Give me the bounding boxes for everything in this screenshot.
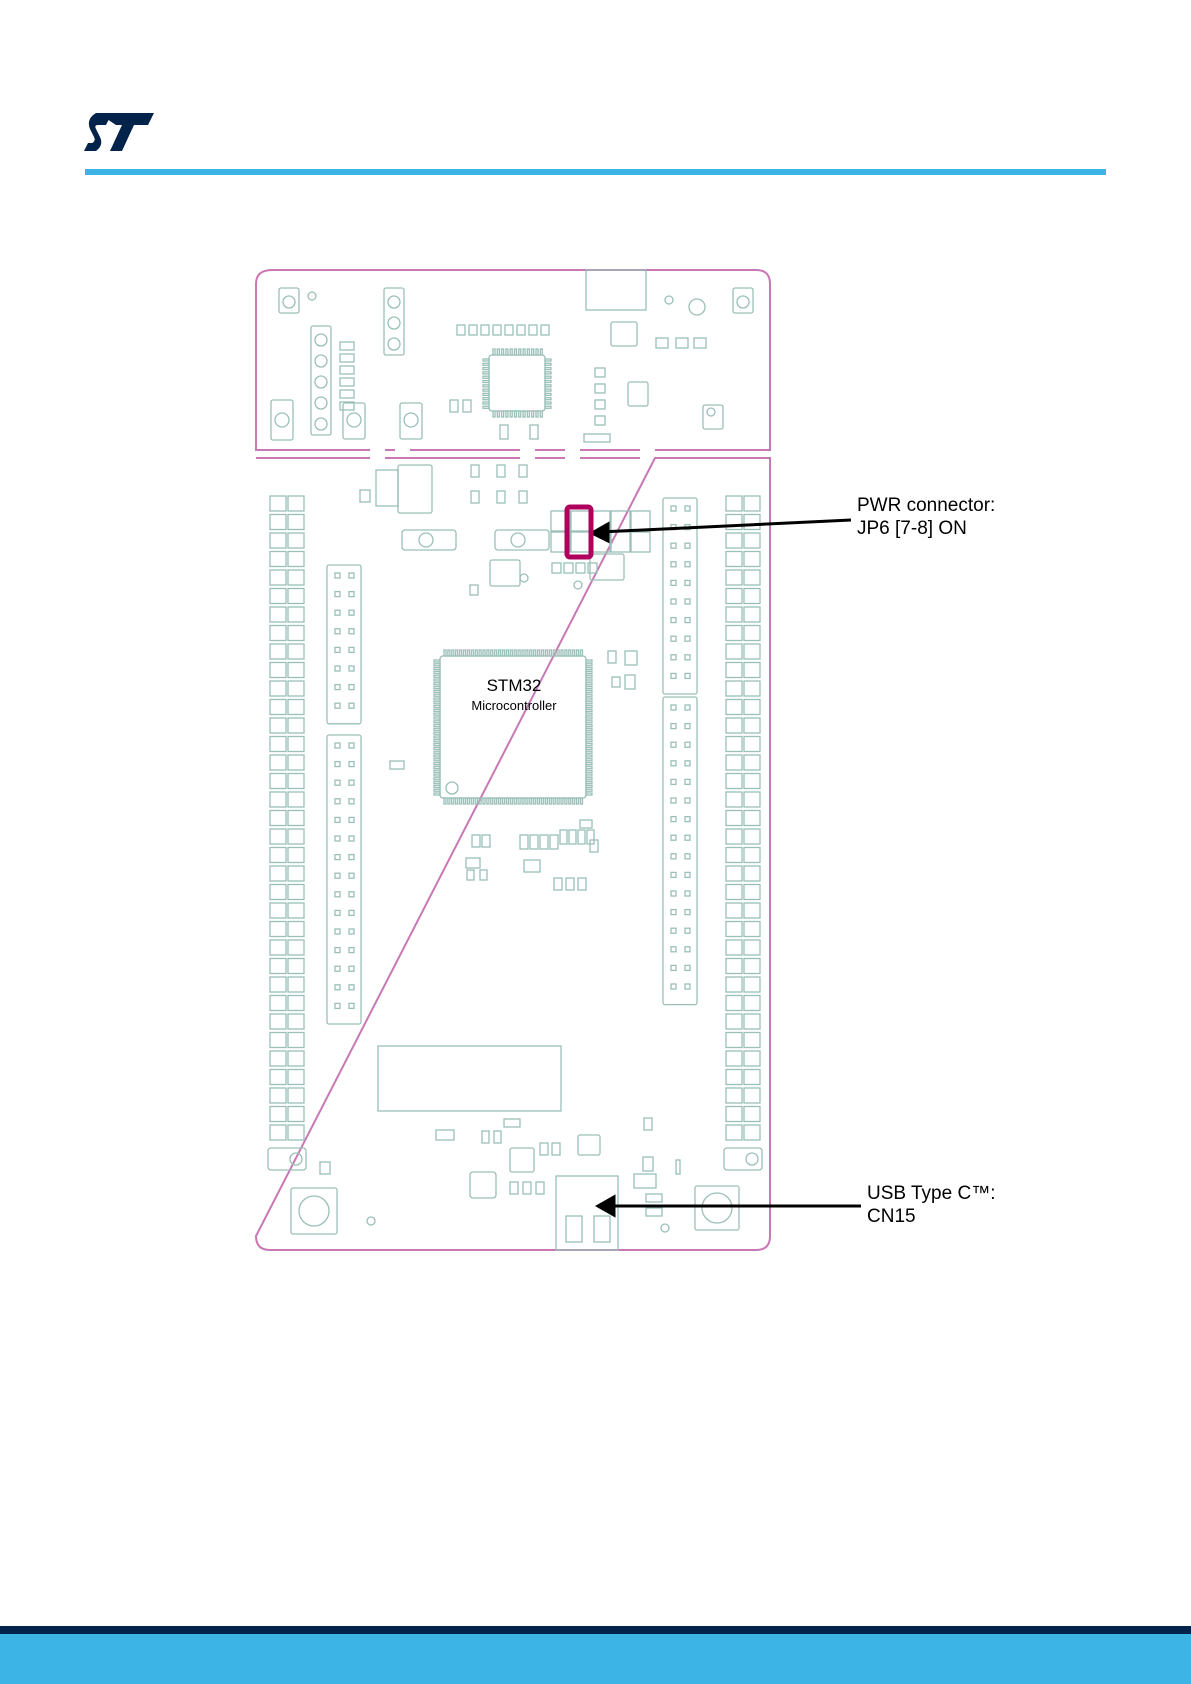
footer-band xyxy=(0,1634,1191,1684)
pwr-connector-callout: PWR connector: JP6 [7-8] ON xyxy=(857,494,995,540)
usb-connector-callout: USB Type C™: CN15 xyxy=(867,1182,995,1228)
pwr-callout-line2: JP6 [7-8] ON xyxy=(857,517,995,540)
board-diagram xyxy=(0,0,1191,1300)
mcu-label: STM32 xyxy=(440,676,588,696)
footer-stripe xyxy=(0,1626,1191,1634)
usb-callout-line2: CN15 xyxy=(867,1205,995,1228)
usb-callout-line1: USB Type C™: xyxy=(867,1182,995,1205)
mcu-sublabel: Microcontroller xyxy=(440,698,588,713)
pwr-callout-line1: PWR connector: xyxy=(857,494,995,517)
